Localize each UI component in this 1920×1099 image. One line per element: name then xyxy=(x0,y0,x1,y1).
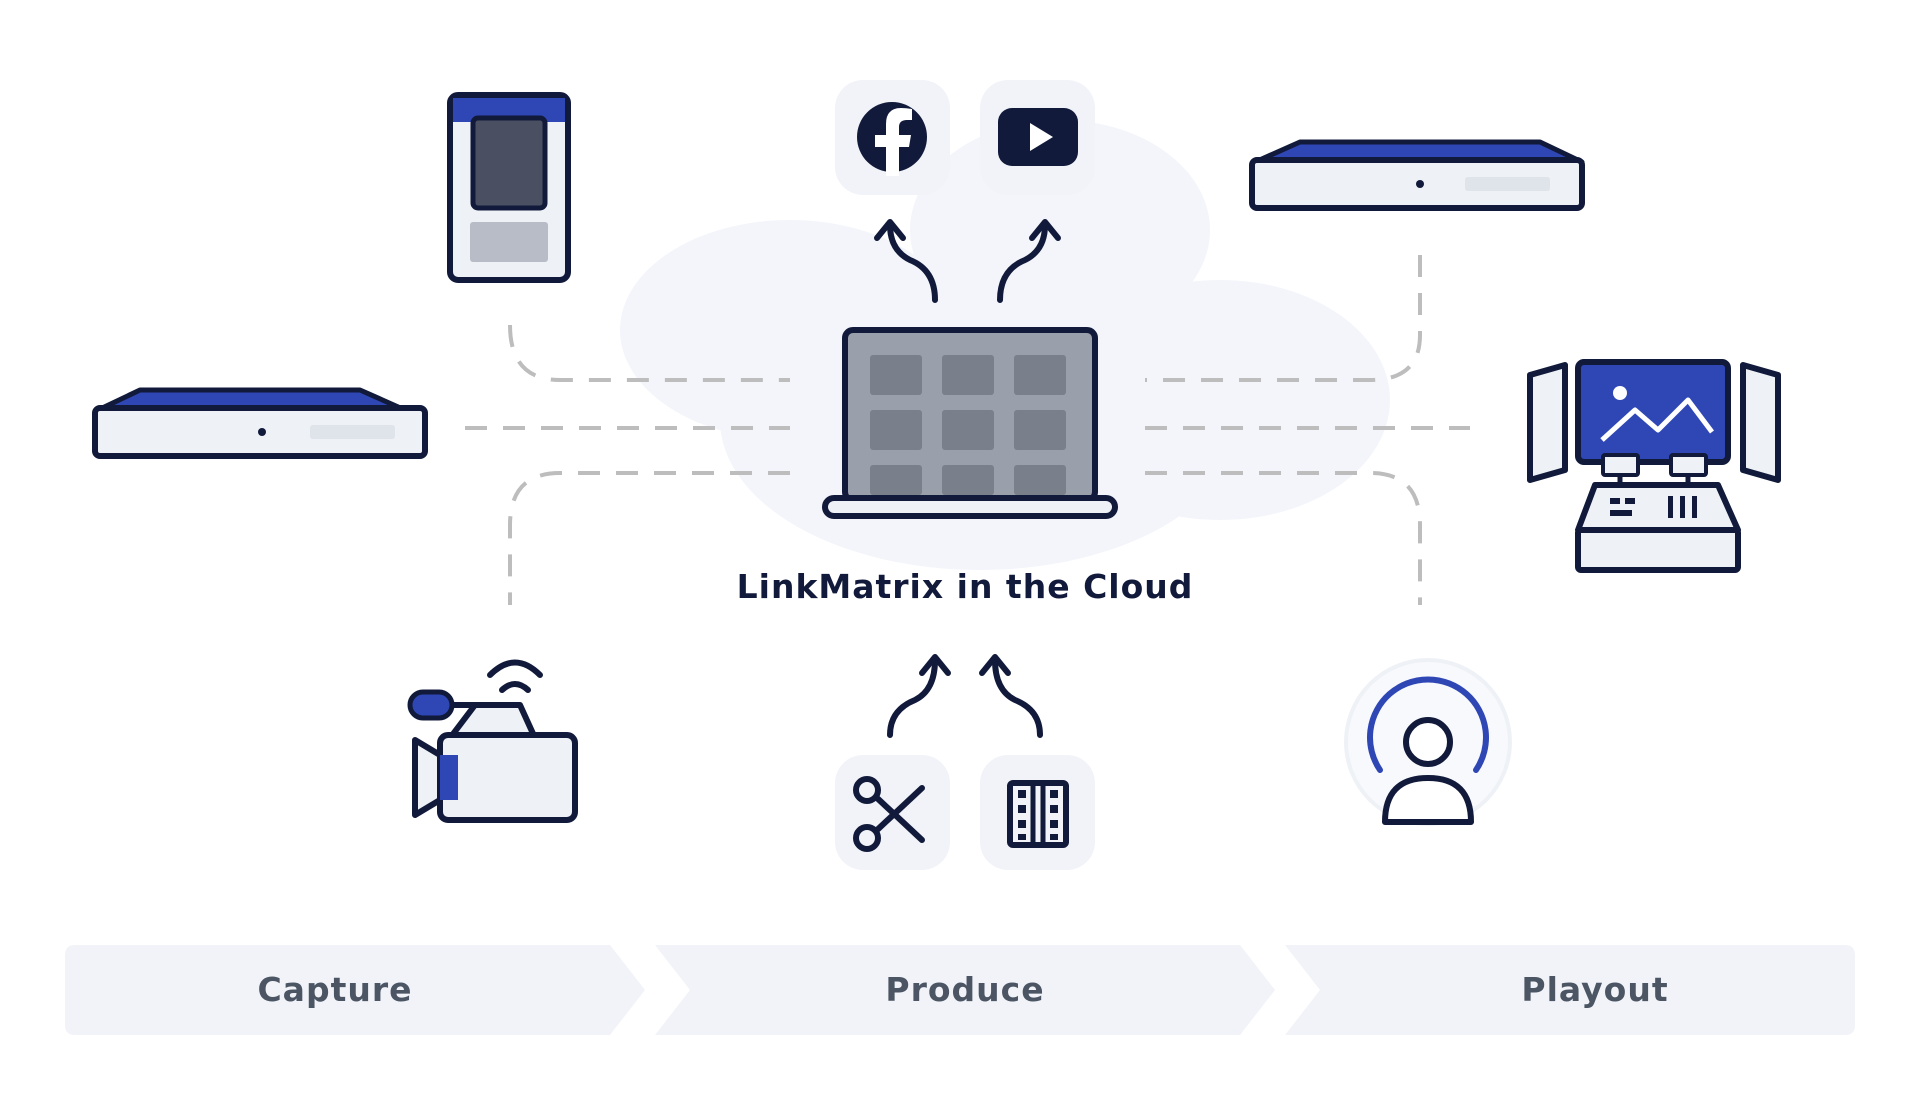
stage-playout-label: Playout xyxy=(1521,970,1668,1009)
stage-produce xyxy=(655,945,1275,1035)
stage-playout xyxy=(1285,945,1855,1035)
control-room-icon xyxy=(1527,359,1781,573)
publish-arrows xyxy=(874,219,1061,303)
youtube-icon xyxy=(980,80,1095,195)
film-strip-icon xyxy=(980,755,1095,870)
stage-produce-label: Produce xyxy=(885,970,1044,1009)
center-label: LinkMatrix in the Cloud xyxy=(737,567,1194,606)
facebook-icon xyxy=(835,80,950,195)
stage-capture-label: Capture xyxy=(257,970,412,1009)
mobile-encoder-icon xyxy=(447,92,571,283)
viewer-icon xyxy=(1344,658,1512,826)
video-camera-icon xyxy=(407,659,578,823)
cloud-laptop-icon xyxy=(822,327,1118,519)
stage-bar: Capture Produce Playout xyxy=(65,945,1855,1035)
rack-encoder-icon xyxy=(92,387,428,459)
connector-lines xyxy=(465,255,1470,605)
produce-arrows xyxy=(887,654,1043,738)
scissors-icon xyxy=(835,755,950,870)
rack-decoder-icon xyxy=(1249,139,1585,211)
stage-capture xyxy=(65,945,645,1035)
